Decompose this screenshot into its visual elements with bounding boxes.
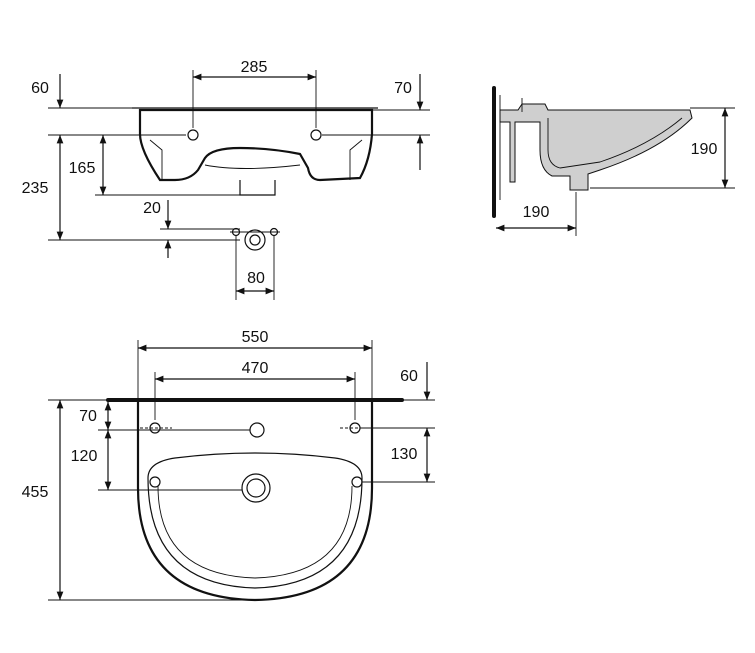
waste-outlet-icon — [244, 229, 266, 251]
dim-fixing-depth: 130 — [391, 446, 418, 463]
dim-fixing-spacing: 470 — [242, 360, 269, 377]
plan-view: 550 470 60 130 70 120 455 — [22, 329, 435, 602]
front-basin-outline — [138, 108, 374, 182]
dim-tap-from-wall: 70 — [79, 408, 97, 425]
dim-tap-spacing: 285 — [241, 59, 268, 76]
dim-side-depth-h: 190 — [523, 204, 550, 221]
dim-rim-right: 70 — [394, 80, 412, 97]
plan-bowl — [147, 452, 363, 589]
dim-wall-offset: 60 — [400, 368, 418, 385]
plan-drain-icon — [241, 473, 271, 503]
dim-overall-width: 550 — [242, 329, 269, 346]
dim-overall-height: 235 — [22, 180, 49, 197]
dim-overflow-from-tap: 120 — [71, 448, 98, 465]
dim-rim-left: 60 — [31, 80, 49, 97]
tap-hole-left — [187, 129, 199, 141]
plan-basin-outline — [136, 402, 374, 602]
tap-hole-right — [310, 129, 322, 141]
dim-side-depth-v: 190 — [691, 141, 718, 158]
tap-hole-plan — [249, 422, 265, 438]
side-view: 190 190 — [492, 86, 735, 236]
dim-drain-height: 165 — [69, 160, 96, 177]
front-view: 285 60 70 165 235 20 80 — [22, 59, 430, 300]
dim-waste-offset: 20 — [143, 200, 161, 217]
dim-overall-depth: 455 — [22, 484, 49, 501]
dim-waste-fixing: 80 — [247, 270, 265, 287]
side-section-profile — [499, 103, 693, 191]
